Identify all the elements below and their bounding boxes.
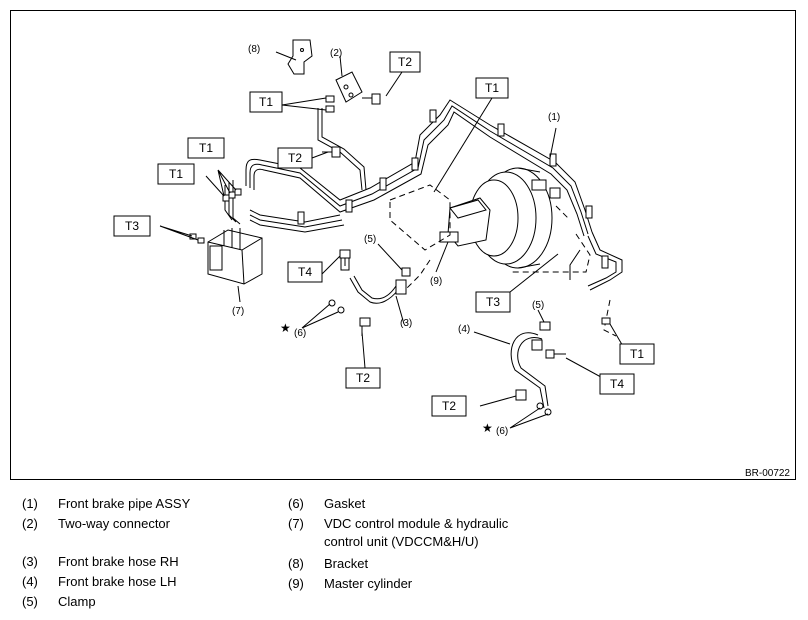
legend-item: (4) Front brake hose LH [22, 572, 282, 592]
legend-num: (3) [22, 554, 38, 569]
bolt-fittings [322, 93, 381, 158]
vdc-fittings [189, 188, 242, 244]
legend-text: VDC control module & hydraulic [324, 516, 509, 531]
callout-t1-right: T1 [630, 347, 644, 361]
legend-text: Clamp [58, 594, 96, 609]
legend-right-column: (6) Gasket (7) VDC control module & hydr… [288, 494, 588, 594]
callout-t3-left: T3 [125, 219, 139, 233]
callout-t1-left-upper: T1 [199, 141, 213, 155]
legend-num: (1) [22, 496, 38, 511]
legend-num: (7) [288, 516, 304, 531]
callout-p6-lh: (6) [496, 426, 508, 437]
callout-t1-center: T1 [485, 81, 499, 95]
legend-item: (6) Gasket [288, 494, 588, 514]
legend-item: (1) Front brake pipe ASSY [22, 494, 282, 514]
t1-fitting-right [601, 317, 611, 325]
callout-t2-rh: T2 [356, 371, 370, 385]
callout-t2-lh: T2 [442, 399, 456, 413]
t4-fitting-rh [339, 249, 351, 266]
callout-p4: (4) [458, 324, 470, 335]
vdc-control-unit [207, 228, 263, 285]
callout-texts: T2 T1 T1 T2 T1 T1 T3 T4 T2 T3 T1 T4 T2 (… [125, 44, 790, 479]
legend-text: Front brake hose LH [58, 574, 177, 589]
callout-p8: (8) [248, 44, 260, 55]
legend-num: (6) [288, 496, 304, 511]
diagram-frame: T2 T1 T1 T2 T1 T1 T3 T4 T2 T3 T1 T4 T2 (… [10, 10, 796, 480]
callout-t3-right: T3 [486, 295, 500, 309]
callout-p5-rh: (5) [364, 234, 376, 245]
legend-text: Master cylinder [324, 576, 413, 591]
callout-t4-rh: T4 [298, 265, 312, 279]
legend-num: (9) [288, 576, 304, 591]
callout-p6-rh: (6) [294, 328, 306, 339]
callout-p3: (3) [400, 318, 412, 329]
callout-star-rh: ★ [280, 321, 291, 335]
legend-item: (2) Two-way connector [22, 514, 282, 534]
legend-text: Two-way connector [58, 516, 170, 531]
two-way-connector [335, 71, 363, 103]
legend-item: (5) Clamp [22, 592, 282, 612]
front-brake-hose-rh [328, 257, 411, 336]
brake-booster [469, 167, 561, 269]
legend-item: (3) Front brake hose RH [22, 552, 282, 572]
callout-t1-left-lower: T1 [169, 167, 183, 181]
callout-p1: (1) [548, 112, 560, 123]
master-cylinder [439, 197, 491, 247]
callout-p9: (9) [430, 276, 442, 287]
legend-item: (7) VDC control module & hydraulic contr… [288, 514, 588, 554]
front-brake-hose-lh [510, 321, 566, 416]
dashed-outlines [389, 184, 617, 337]
legend-num: (4) [22, 574, 38, 589]
legend-num: (2) [22, 516, 38, 531]
legend-text-line2: control unit (VDCCM&H/U) [324, 534, 479, 549]
callout-leaders [159, 51, 625, 429]
callout-p2: (2) [330, 48, 342, 59]
legend-left-column: (1) Front brake pipe ASSY (2) Two-way co… [22, 494, 282, 612]
legend-text: Bracket [324, 556, 369, 571]
callout-t4-lh: T4 [610, 377, 624, 391]
legend-text: Gasket [324, 496, 366, 511]
legend-num: (5) [22, 594, 38, 609]
legend-text: Front brake pipe ASSY [58, 496, 191, 511]
figure-code: BR-00722 [745, 468, 790, 479]
legend-spacer [22, 534, 282, 552]
callout-star-lh: ★ [482, 421, 493, 435]
legend-item: (8) Bracket [288, 554, 588, 574]
callout-t2-top: T2 [398, 55, 412, 69]
callout-p7: (7) [232, 306, 244, 317]
callout-p5-lh: (5) [532, 300, 544, 311]
legend-text: Front brake hose RH [58, 554, 179, 569]
callout-t2-left: T2 [288, 151, 302, 165]
legend-num: (8) [288, 556, 304, 571]
callout-t1-connector: T1 [259, 95, 273, 109]
legend-item: (9) Master cylinder [288, 574, 588, 594]
callout-boxes [113, 51, 655, 417]
